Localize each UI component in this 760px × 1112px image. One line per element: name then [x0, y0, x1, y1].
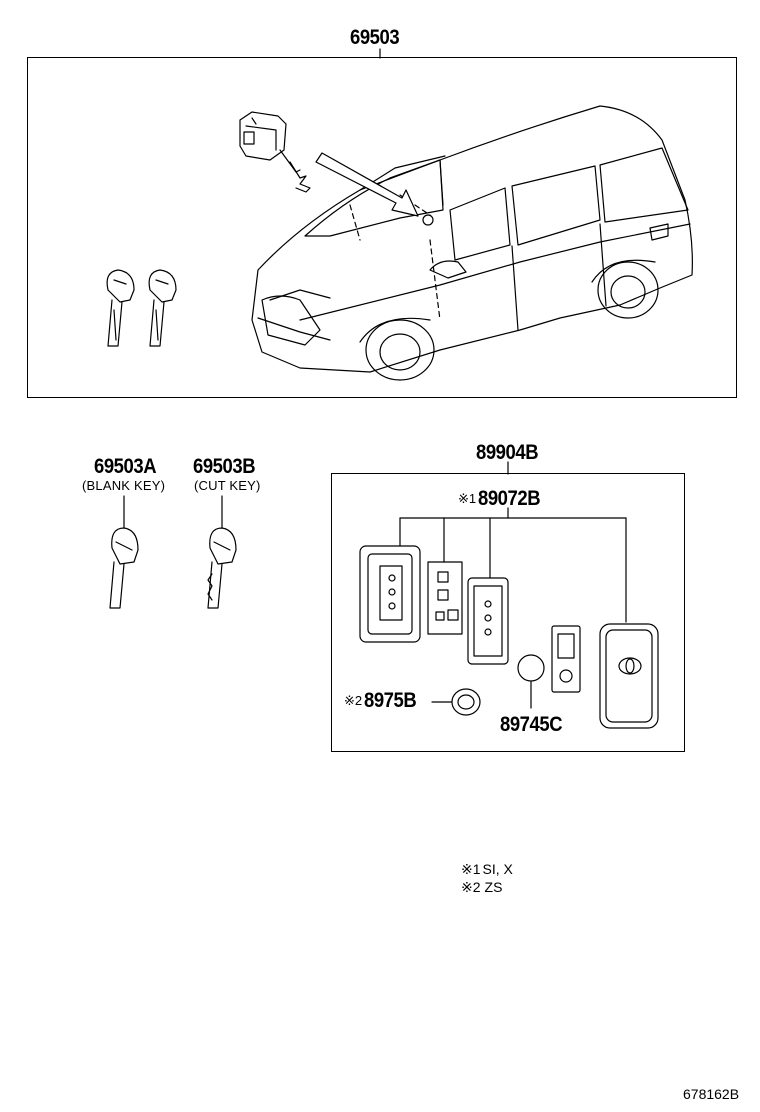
note-2-text: ZS	[484, 879, 503, 895]
diagram-id: 678162B	[683, 1086, 740, 1102]
transmitter-part-number: 89072B	[478, 487, 541, 510]
assembly-frame	[27, 57, 737, 398]
cut-key-label: (CUT KEY)	[194, 478, 261, 493]
emergency-key-drawing	[551, 625, 581, 693]
location-arrow	[315, 152, 419, 217]
cover-mark: ※2	[344, 693, 363, 708]
battery-drawing	[517, 654, 545, 709]
cover-label: ※28975B	[344, 689, 422, 713]
remote-inner-case	[359, 545, 421, 643]
assembly-key-2	[148, 269, 177, 347]
transmitter-label: ※189072B	[458, 487, 547, 511]
van-illustration	[251, 105, 693, 381]
battery-part-number: 89745C	[500, 713, 563, 736]
note-1-mark: ※1	[461, 861, 481, 877]
ignition-cylinder	[239, 111, 311, 193]
note-2-mark: ※2	[461, 879, 481, 895]
blank-key-part-number: 69503A	[94, 455, 157, 478]
remote-button-set	[427, 561, 463, 635]
assembly-key-1	[106, 269, 135, 347]
remote-kit-part-number: 89904B	[476, 441, 539, 464]
blank-key-label: (BLANK KEY)	[82, 478, 166, 493]
note-1-text: SI, X	[482, 861, 513, 877]
assembly-part-number: 69503	[350, 26, 400, 49]
cover-part-number: 8975B	[364, 689, 417, 712]
cut-key-part-number: 69503B	[193, 455, 256, 478]
transmitter-mark: ※1	[458, 491, 477, 506]
remote-shell	[599, 623, 659, 729]
cut-key-drawing	[207, 527, 237, 609]
cover-ring	[431, 688, 481, 716]
blank-key-drawing	[109, 527, 139, 609]
remote-circuit-board	[467, 577, 509, 665]
